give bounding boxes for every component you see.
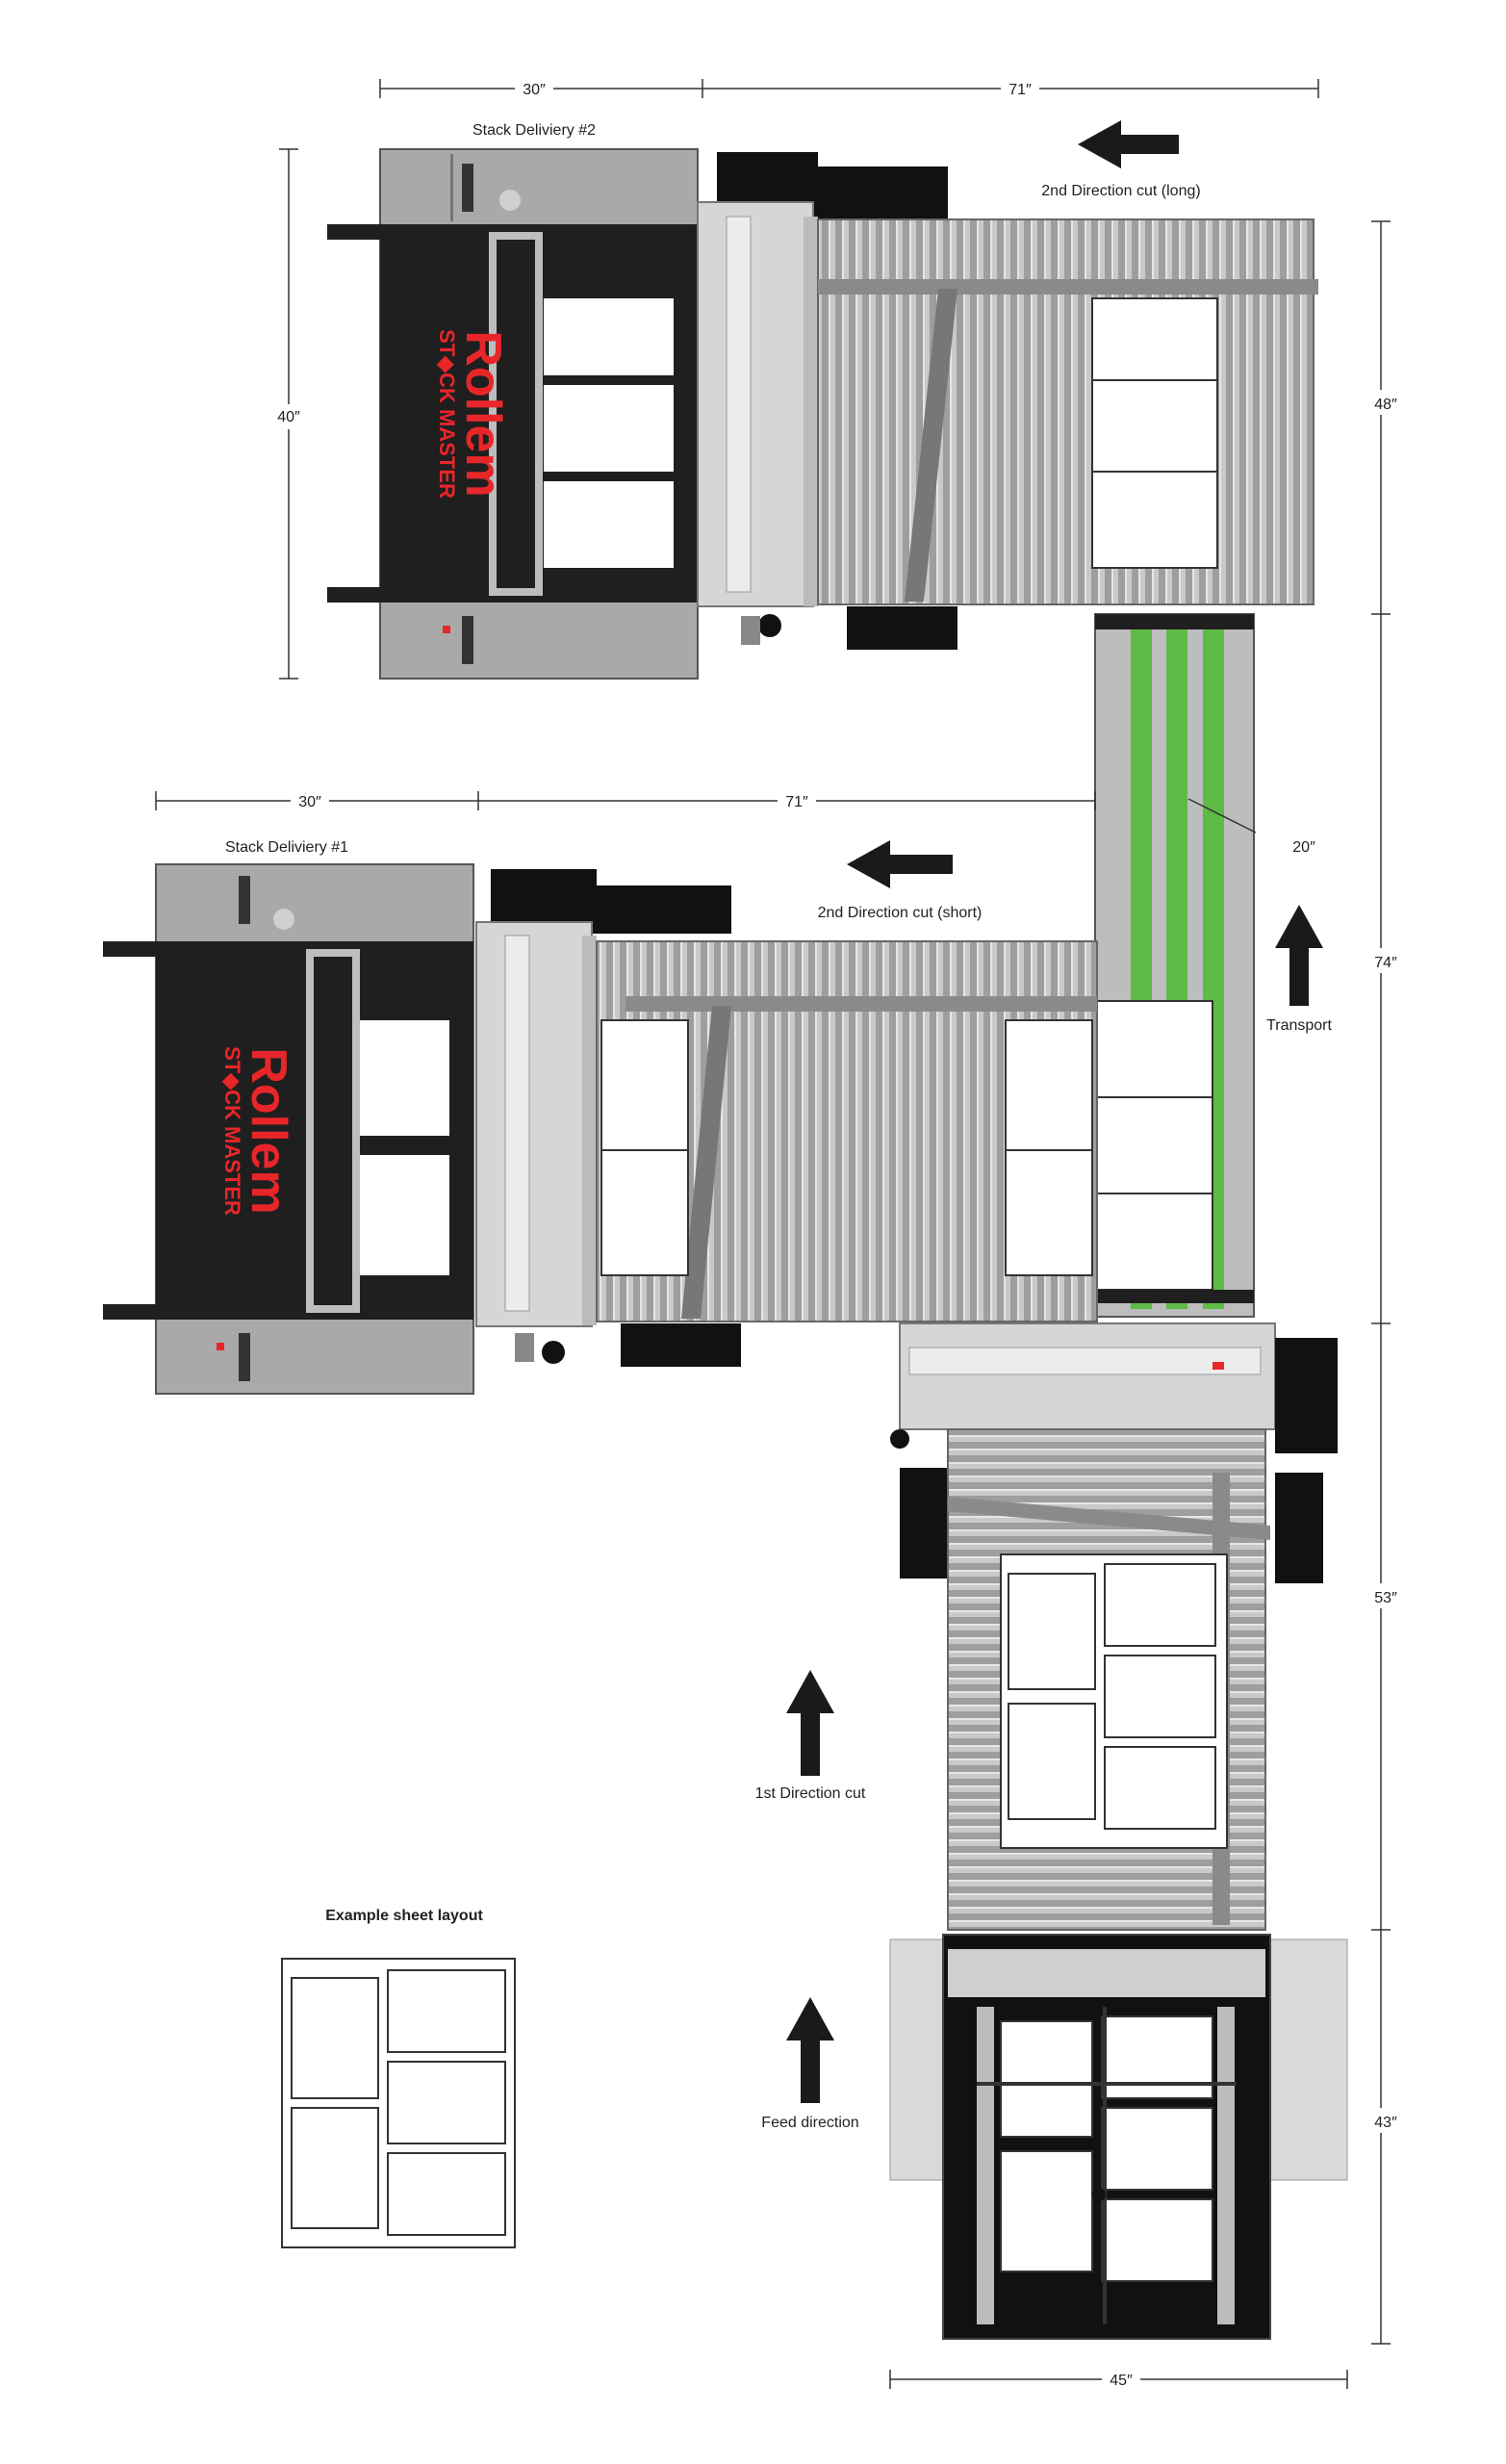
dim-label-right-43: 43″ [1374,2115,1397,2131]
dim-label-right-74: 74″ [1374,955,1397,971]
arrow-left-icon [1078,120,1179,168]
feeder [889,1934,1348,2340]
dim-label-left-40: 40″ [277,409,300,425]
label-cut2-short: 2nd Direction cut (short) [818,905,983,921]
arrow-up-transport-icon [1275,905,1323,1006]
dim-bottom-45: 45″ [889,2368,1348,2391]
cutter-head-1 [475,869,741,1367]
label-transport: Transport [1266,1017,1332,1034]
arrow-left-short-icon [847,840,953,888]
brand-product-text-2: ST◆CK MASTER [435,329,459,499]
conveyor-first [947,1428,1270,1931]
dim-label-belt-20: 20″ [1292,839,1315,856]
dim-top-30: 30″ [379,77,703,98]
dim-label-bottom-45: 45″ [1110,2373,1133,2389]
dim-label-top-30: 30″ [523,82,546,98]
dim-right-chain: 48″ 74″ 53″ 43″ [1365,220,1399,2345]
dim-left-40: 40″ [271,148,306,680]
arrow-up-feed-icon [786,1997,834,2103]
label-feed: Feed direction [761,2115,858,2131]
example-sheet [281,1958,516,2248]
arrow-up-cut1-icon [786,1670,834,1776]
dim-mid-71: 71″ [478,789,1096,810]
dim-label-mid-71: 71″ [785,794,808,810]
dim-mid-30: 30″ [155,789,479,810]
dim-belt-20: 20″ [1187,798,1315,856]
stack-delivery-2: Rollem ST◆CK MASTER [327,148,699,680]
stack-delivery-1: Rollem ST◆CK MASTER [103,863,474,1395]
label-example-sheet: Example sheet layout [325,1908,483,1924]
cutter-head-2 [697,152,957,650]
dim-label-right-53: 53″ [1374,1590,1397,1606]
transport-conveyor [1094,613,1255,1318]
label-cut2-long: 2nd Direction cut (long) [1041,183,1200,199]
brand-logo-text-1: Rollem [241,1047,296,1214]
conveyor-1-short [596,940,1098,1322]
brand-product-text-1: ST◆CK MASTER [220,1046,244,1216]
label-cut1: 1st Direction cut [755,1785,866,1802]
label-stack-delivery-2: Stack Deliviery #2 [472,122,596,139]
dim-label-mid-30: 30″ [298,794,321,810]
label-stack-delivery-1: Stack Deliviery #1 [225,839,348,856]
brand-logo-text-2: Rollem [455,330,511,497]
dim-top-71: 71″ [702,77,1319,98]
conveyor-2-long [817,218,1318,605]
dim-label-right-48: 48″ [1374,397,1397,413]
dim-label-top-71: 71″ [1008,82,1032,98]
